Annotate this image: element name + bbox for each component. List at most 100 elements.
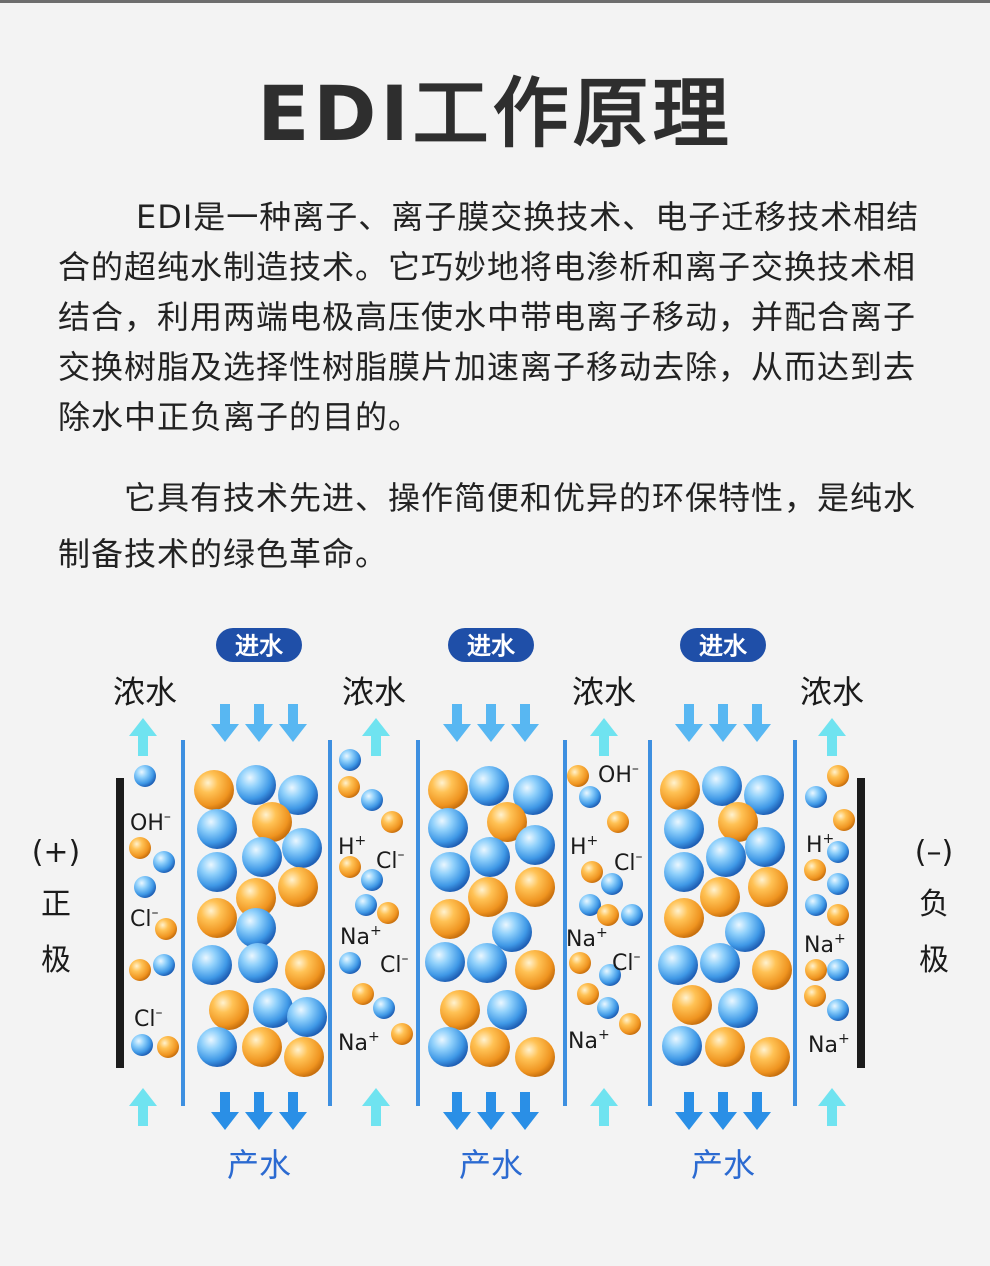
free-ion-44	[827, 959, 849, 981]
ion-label-na-6: Na+	[808, 1031, 850, 1058]
free-ion-43	[805, 959, 827, 981]
resin-bead-c3-6	[745, 827, 785, 867]
free-ion-30	[569, 952, 591, 974]
resin-bead-c3-13	[658, 945, 698, 985]
resin-bead-c1-3	[278, 775, 318, 815]
concentrate-arrow-top-1	[129, 718, 157, 756]
resin-bead-c3-17	[718, 988, 758, 1028]
free-ion-8	[131, 1034, 153, 1056]
resin-bead-c3-9	[664, 898, 704, 938]
inflow-arrow-3-2	[709, 704, 737, 742]
ion-label-cl-3: Cl–	[376, 847, 404, 874]
anode-plate	[116, 778, 124, 1068]
ion-balls	[129, 749, 855, 1077]
resin-bead-c2-3	[513, 775, 553, 815]
inflow-arrow-1-1	[211, 704, 239, 742]
resin-bead-c1-1	[194, 770, 234, 810]
resin-bead-c3-8	[706, 837, 746, 877]
ion-base: Na	[804, 933, 834, 958]
free-ion-2	[129, 837, 151, 859]
resin-bead-c1-20	[242, 1027, 282, 1067]
inflow-label-2: 进水	[467, 632, 516, 660]
ion-base: OH	[130, 811, 164, 836]
inflow-arrow-2-1	[443, 704, 471, 742]
free-ion-5	[155, 918, 177, 940]
ion-labels: OH– Cl– Cl– H+ Cl– Na+ Cl– Na+ OH– H+ Cl…	[130, 761, 850, 1058]
ion-sup: +	[596, 925, 608, 941]
ion-base: Na	[808, 1033, 838, 1058]
resin-bead-c2-16	[440, 990, 480, 1030]
edi-diagram: 进水 进水 进水 浓水 浓水 浓水 浓水 产水 产水 产水 (+) 正 极 (–…	[32, 628, 953, 1184]
cathode-label: (–) 负 极	[915, 835, 953, 978]
free-ion-21	[391, 1023, 413, 1045]
resin-bead-c3-12	[725, 912, 765, 952]
product-arrow-3-3	[743, 1092, 771, 1130]
resin-bead-c3-11	[748, 867, 788, 907]
page-title: EDI工作原理	[257, 69, 733, 158]
ion-base: H	[570, 835, 587, 860]
ion-sup: –	[633, 949, 640, 965]
concentrate-label-4: 浓水	[800, 673, 864, 711]
ion-base: OH	[598, 763, 632, 788]
free-ion-22	[567, 765, 589, 787]
ion-base: Cl	[612, 951, 633, 976]
resin-bead-c1-2	[236, 765, 276, 805]
resin-bead-c2-18	[428, 1027, 468, 1067]
inflow-arrow-3-3	[743, 704, 771, 742]
free-ion-38	[827, 841, 849, 863]
resin-bead-c1-9	[197, 898, 237, 938]
free-ion-35	[827, 765, 849, 787]
resin-bead-c1-6	[197, 852, 237, 892]
resin-bead-c2-5	[487, 802, 527, 842]
cathode-sign: (–)	[915, 835, 953, 870]
concentrate-arrow-top-3	[590, 718, 618, 756]
ion-base: Cl	[134, 1007, 155, 1032]
free-ion-31	[599, 964, 621, 986]
free-ion-42	[827, 904, 849, 926]
inflow-arrow-1-2	[245, 704, 273, 742]
concentrate-arrow-bottom-2	[362, 1088, 390, 1126]
membranes	[181, 740, 797, 1106]
free-ion-16	[355, 894, 377, 916]
product-arrow-2-1	[443, 1092, 471, 1130]
ion-label-na-5: Na+	[804, 931, 846, 958]
ion-base: Na	[568, 1029, 598, 1054]
inflow-badge-2: 进水	[448, 628, 534, 662]
flow-arrows	[129, 704, 846, 1130]
concentrate-arrow-bottom-1	[129, 1088, 157, 1126]
resin-bead-c2-1	[428, 770, 468, 810]
resin-bead-c2-7	[430, 852, 470, 892]
resin-bead-c1-13	[192, 945, 232, 985]
inflow-arrow-2-3	[511, 704, 539, 742]
resin-bead-c3-10	[700, 877, 740, 917]
inflow-label-3: 进水	[699, 632, 748, 660]
inflow-arrow-2-2	[477, 704, 505, 742]
resin-bead-c2-12	[492, 912, 532, 952]
free-ion-40	[827, 873, 849, 895]
resin-bead-c3-20	[750, 1037, 790, 1077]
concentrate-arrow-bottom-3	[590, 1088, 618, 1126]
ion-label-cl-4: Cl–	[380, 951, 408, 978]
resin-bead-c3-18	[662, 1026, 702, 1066]
resin-bead-c2-19	[470, 1027, 510, 1067]
inflow-arrow-1-3	[279, 704, 307, 742]
anode-char-1: 正	[41, 887, 71, 922]
ion-sup: +	[834, 931, 846, 947]
resin-bead-c1-5	[252, 802, 292, 842]
resin-bead-c2-13	[425, 942, 465, 982]
resin-bead-c2-2	[469, 766, 509, 806]
inflow-badge-1: 进水	[216, 628, 302, 662]
ion-sup: +	[355, 833, 367, 849]
resin-bead-c3-19	[705, 1027, 745, 1067]
ion-base: H	[806, 833, 823, 858]
intro-paragraph: EDI是一种离子、离子膜交换技术、电子迁移技术相结合的超纯水制造技术。它巧妙地将…	[58, 198, 920, 436]
ion-sup: +	[598, 1027, 610, 1043]
resin-bead-c2-9	[430, 899, 470, 939]
product-label-3: 产水	[691, 1146, 755, 1184]
ion-sup: +	[823, 831, 835, 847]
product-arrow-3-1	[675, 1092, 703, 1130]
free-ion-4	[134, 876, 156, 898]
free-ion-9	[157, 1036, 179, 1058]
ion-label-h-1: H+	[338, 833, 366, 860]
free-ion-17	[377, 902, 399, 924]
